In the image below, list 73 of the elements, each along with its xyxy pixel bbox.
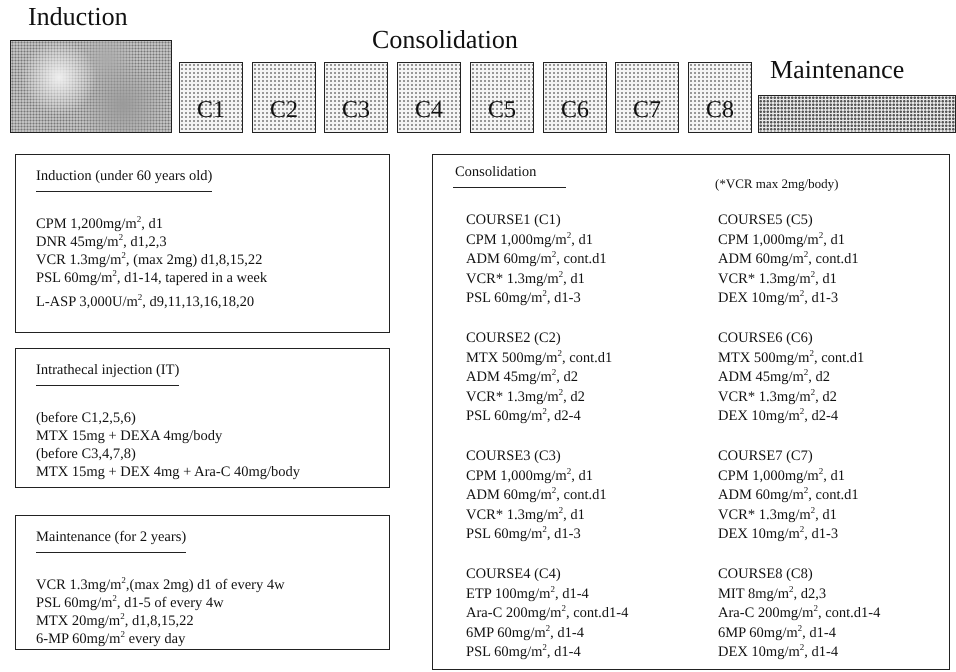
phase-heading: Consolidation: [372, 25, 518, 55]
regimen-line: ADM 60mg/m$^{2}$, cont.d1: [718, 486, 859, 504]
course-heading: COURSE1 (C1): [466, 211, 561, 229]
regimen-line: 6MP 60mg/m$^{2}$, d1-4: [718, 624, 836, 642]
course-block: C6: [543, 62, 607, 133]
regimen-line: ADM 60mg/m$^{2}$, cont.d1: [466, 486, 607, 504]
regimen-line: VCR* 1.3mg/m$^{2}$, d2: [466, 388, 585, 406]
regimen-line: ETP 100mg/m$^{2}$, d1-4: [466, 584, 589, 602]
regimen-panel: [15, 515, 390, 650]
course-block: C3: [324, 62, 388, 133]
regimen-line: ADM 60mg/m$^{2}$, cont.d1: [466, 250, 607, 268]
regimen-line: CPM 1,000mg/m$^{2}$, d1: [718, 466, 845, 484]
phase-heading: Induction: [28, 2, 128, 32]
course-block: C7: [615, 62, 679, 133]
regimen-line: VCR* 1.3mg/m$^{2}$, d1: [466, 506, 585, 524]
regimen-line: (before C3,4,7,8): [36, 445, 136, 463]
regimen-line: DEX 10mg/m$^{2}$, d1-4: [718, 643, 838, 661]
regimen-line: (before C1,2,5,6): [36, 409, 136, 427]
regimen-line: VCR 1.3mg/m$^{2}$, (max 2mg) d1,8,15,22: [36, 251, 262, 269]
course-heading: COURSE7 (C7): [718, 447, 813, 465]
regimen-line: DNR 45mg/m$^{2}$, d1,2,3: [36, 233, 167, 251]
course-heading: COURSE6 (C6): [718, 329, 813, 347]
regimen-line: CPM 1,000mg/m$^{2}$, d1: [466, 230, 593, 248]
regimen-line: CPM 1,200mg/m$^{2}$, d1: [36, 215, 163, 233]
regimen-panel: [15, 154, 390, 333]
course-block: C1: [179, 62, 243, 133]
regimen-line: MTX 20mg/m$^{2}$, d1,8,15,22: [36, 612, 194, 630]
course-block: C2: [252, 62, 316, 133]
course-heading: COURSE2 (C2): [466, 329, 561, 347]
regimen-panel: [432, 154, 950, 670]
regimen-line: VCR* 1.3mg/m$^{2}$, d2: [718, 388, 837, 406]
regimen-line: Ara-C 200mg/m$^{2}$, cont.d1-4: [466, 604, 628, 622]
regimen-line: VCR 1.3mg/m$^{2}$,(max 2mg) d1 of every 4w: [36, 576, 285, 594]
regimen-line: DEX 10mg/m$^{2}$, d1-3: [718, 525, 838, 543]
regimen-line: ADM 45mg/m$^{2}$, d2: [466, 368, 578, 386]
regimen-line: MTX 15mg + DEXA 4mg/body: [36, 427, 222, 445]
regimen-line: PSL 60mg/m$^{2}$, d2-4: [466, 407, 581, 425]
regimen-line: CPM 1,000mg/m$^{2}$, d1: [466, 466, 593, 484]
regimen-line: ADM 60mg/m$^{2}$, cont.d1: [718, 250, 859, 268]
course-heading: COURSE3 (C3): [466, 447, 561, 465]
regimen-panel: [15, 348, 390, 488]
regimen-line: 6MP 60mg/m$^{2}$, d1-4: [466, 624, 584, 642]
regimen-line: MTX 500mg/m$^{2}$, cont.d1: [466, 348, 612, 366]
regimen-line: PSL 60mg/m$^{2}$, d1-3: [466, 289, 581, 307]
course-block: C8: [688, 62, 752, 133]
regimen-line: 6-MP 60mg/m$^{2}$ every day: [36, 630, 186, 648]
regimen-line: VCR* 1.3mg/m$^{2}$, d1: [718, 270, 837, 288]
regimen-line: PSL 60mg/m$^{2}$, d1-5 of every 4w: [36, 594, 224, 612]
regimen-line: VCR* 1.3mg/m$^{2}$, d1: [718, 506, 837, 524]
panel-heading: Maintenance (for 2 years): [36, 528, 186, 553]
regimen-line: PSL 60mg/m$^{2}$, d1-3: [466, 525, 581, 543]
footnote: (*VCR max 2mg/body): [715, 175, 838, 193]
regimen-line: L-ASP 3,000U/m$^{2}$, d9,11,13,16,18,20: [36, 293, 254, 311]
panel-heading: Intrathecal injection (IT): [36, 361, 180, 386]
regimen-line: DEX 10mg/m$^{2}$, d1-3: [718, 289, 838, 307]
panel-heading: Induction (under 60 years old): [36, 167, 212, 192]
regimen-line: DEX 10mg/m$^{2}$, d2-4: [718, 407, 838, 425]
regimen-line: PSL 60mg/m$^{2}$, d1-4: [466, 643, 581, 661]
course-block: C5: [470, 62, 534, 133]
regimen-line: MIT 8mg/m$^{2}$, d2,3: [718, 584, 826, 602]
regimen-line: VCR* 1.3mg/m$^{2}$, d1: [466, 270, 585, 288]
course-heading: COURSE5 (C5): [718, 211, 813, 229]
regimen-line: ADM 45mg/m$^{2}$, d2: [718, 368, 830, 386]
course-heading: COURSE8 (C8): [718, 565, 813, 583]
regimen-line: MTX 15mg + DEX 4mg + Ara-C 40mg/body: [36, 463, 300, 481]
regimen-line: MTX 500mg/m$^{2}$, cont.d1: [718, 348, 864, 366]
regimen-line: PSL 60mg/m$^{2}$, d1-14, tapered in a week: [36, 269, 268, 287]
regimen-line: CPM 1,000mg/m$^{2}$, d1: [718, 230, 845, 248]
course-block: C4: [397, 62, 461, 133]
regimen-line: Ara-C 200mg/m$^{2}$, cont.d1-4: [718, 604, 880, 622]
course-heading: COURSE4 (C4): [466, 565, 561, 583]
phase-heading: Maintenance: [770, 55, 904, 85]
panel-heading: Consolidation: [453, 163, 566, 188]
